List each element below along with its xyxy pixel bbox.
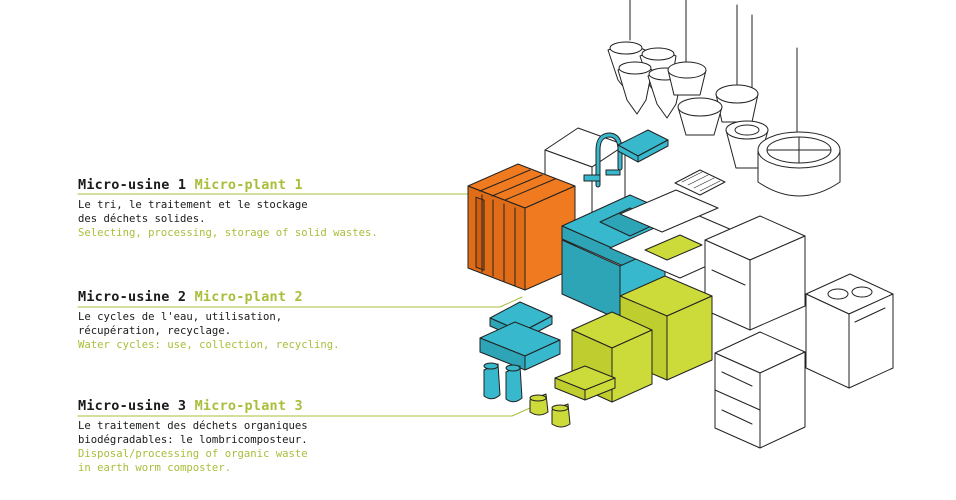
title-en: Micro-plant 3 (194, 398, 303, 414)
white-tall-cabinet (704, 215, 806, 331)
micro-plant-1-title: Micro-usine 1 Micro-plant 1 (78, 177, 378, 193)
micro-plant-3-title: Micro-usine 3 Micro-plant 3 (78, 398, 308, 414)
description-fr: Le tri, le traitement et le stockage des… (78, 199, 308, 225)
description-en: Disposal/processing of organic waste in … (78, 448, 308, 474)
white-drawer-unit (714, 331, 806, 449)
hanging-bowls (667, 61, 769, 169)
leader-line-3 (77, 407, 531, 417)
title-fr: Micro-usine 3 (78, 398, 187, 414)
lime-cups (529, 393, 571, 428)
cyan-bottles (483, 362, 523, 403)
hanging-poles (629, 0, 798, 136)
micro-plant-2-block: Micro-usine 2 Micro-plant 2 Le cycles de… (78, 289, 340, 352)
description-en: Water cycles: use, collection, recycling… (78, 339, 340, 351)
cyan-tray-lower (479, 321, 561, 371)
micro-plant-2-title: Micro-usine 2 Micro-plant 2 (78, 289, 340, 305)
description-en: Selecting, processing, storage of solid … (78, 227, 378, 239)
title-fr: Micro-usine 1 (78, 177, 187, 193)
micro-plant-3-block: Micro-usine 3 Micro-plant 3 Le traitemen… (78, 398, 308, 475)
round-tray (757, 131, 841, 197)
leader-line-2 (77, 296, 523, 308)
orange-cabinet (467, 163, 576, 291)
description-fr: Le cycles de l'eau, utilisation, récupér… (78, 311, 283, 337)
description-fr: Le traitement des déchets organiques bio… (78, 420, 308, 446)
leader-lines (77, 187, 531, 417)
title-fr: Micro-usine 2 (78, 289, 187, 305)
small-cyan-tray (617, 129, 669, 163)
title-en: Micro-plant 2 (194, 289, 303, 305)
white-bin (805, 273, 894, 389)
leader-line-1 (77, 187, 491, 195)
grater-plate (674, 169, 726, 196)
title-en: Micro-plant 1 (194, 177, 303, 193)
lime-step (554, 365, 616, 401)
micro-plant-1-block: Micro-usine 1 Micro-plant 1 Le tri, le t… (78, 177, 378, 240)
